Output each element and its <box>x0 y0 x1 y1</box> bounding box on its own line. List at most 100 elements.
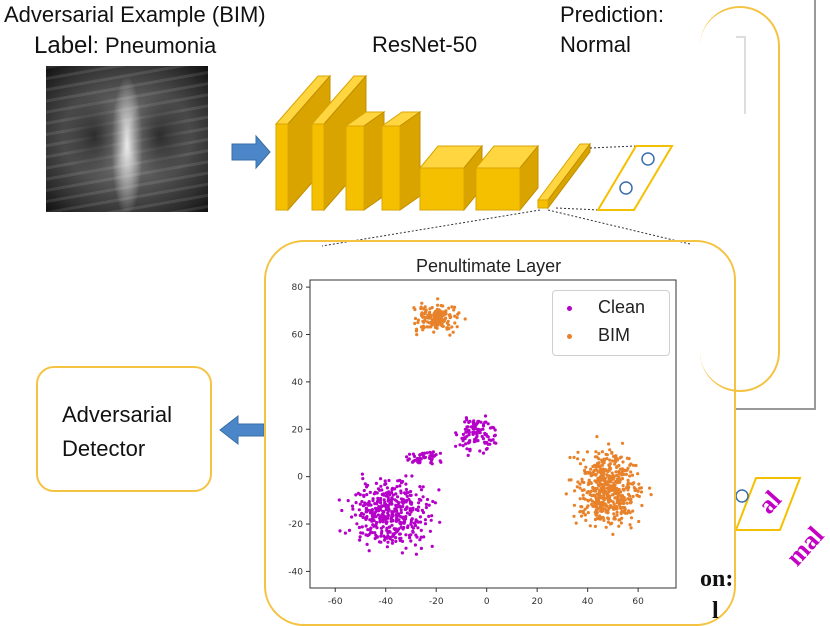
point-bim <box>422 307 426 311</box>
point-clean <box>425 451 429 455</box>
point-bim <box>629 470 633 474</box>
point-clean <box>391 510 395 514</box>
point-bim <box>463 317 467 321</box>
point-bim <box>597 517 601 521</box>
chart-legend: Clean BIM <box>552 290 670 356</box>
point-clean <box>439 460 443 464</box>
point-clean <box>380 512 384 517</box>
point-clean <box>481 451 486 455</box>
point-bim <box>595 435 599 439</box>
point-clean <box>404 487 408 492</box>
point-bim <box>631 494 635 499</box>
point-bim <box>637 482 641 486</box>
point-clean <box>423 518 427 522</box>
point-clean <box>395 499 399 503</box>
point-bim <box>610 521 614 525</box>
point-bim <box>605 492 609 496</box>
arrow-right-icon <box>231 134 271 170</box>
point-clean <box>469 425 473 429</box>
point-bim <box>600 463 605 467</box>
point-bim <box>620 495 624 499</box>
point-bim <box>619 521 624 525</box>
output-neuron-1 <box>641 152 655 166</box>
point-clean <box>370 512 375 516</box>
point-clean <box>371 497 375 501</box>
point-clean <box>388 535 392 539</box>
point-bim <box>593 501 597 505</box>
point-bim <box>576 457 580 461</box>
point-clean <box>396 479 400 483</box>
point-bim <box>605 457 609 461</box>
point-bim <box>580 477 584 481</box>
x-tick-label: -20 <box>429 597 444 607</box>
point-clean <box>410 517 414 521</box>
point-clean <box>404 515 408 519</box>
point-clean <box>369 526 373 530</box>
point-clean <box>428 450 432 454</box>
point-clean <box>361 512 366 516</box>
point-clean <box>405 505 409 509</box>
point-clean <box>361 477 365 481</box>
point-clean <box>358 493 362 497</box>
point-clean <box>390 541 395 545</box>
point-bim <box>595 455 599 459</box>
point-bim <box>596 499 600 503</box>
point-clean <box>402 517 406 521</box>
point-bim <box>619 506 623 511</box>
point-clean <box>383 479 387 483</box>
point-clean <box>379 477 383 481</box>
point-clean <box>478 431 482 435</box>
label-value: : Pneumonia <box>92 33 217 58</box>
background-fragment-2: l <box>712 598 719 624</box>
point-clean <box>410 474 414 478</box>
point-bim <box>579 505 583 509</box>
point-bim <box>623 511 628 515</box>
point-clean <box>419 546 423 551</box>
point-bim <box>592 489 596 493</box>
legend-label-bim: BIM <box>598 325 631 345</box>
point-clean <box>472 440 476 444</box>
point-clean <box>474 427 478 431</box>
point-bim <box>600 458 604 462</box>
point-clean <box>408 493 412 497</box>
point-clean <box>409 533 413 537</box>
point-bim <box>607 488 611 492</box>
point-bim <box>626 478 630 482</box>
point-bim <box>441 324 445 328</box>
point-clean <box>394 527 398 531</box>
point-clean <box>420 508 424 512</box>
point-clean <box>367 503 371 507</box>
point-clean <box>364 524 368 528</box>
point-clean <box>461 444 465 448</box>
point-clean <box>379 501 383 505</box>
resnet-block-2 <box>310 74 368 212</box>
point-clean <box>461 439 465 443</box>
point-bim <box>587 481 591 485</box>
point-bim <box>586 510 590 515</box>
point-bim <box>605 453 609 457</box>
point-clean <box>413 458 417 462</box>
point-bim <box>590 502 594 506</box>
point-bim <box>576 480 580 484</box>
point-bim <box>448 333 452 337</box>
point-clean <box>385 516 389 521</box>
point-bim <box>616 470 621 474</box>
point-clean <box>418 515 422 519</box>
point-clean <box>365 542 369 547</box>
point-bim <box>452 308 456 312</box>
point-clean <box>414 507 418 512</box>
point-bim <box>583 497 587 501</box>
point-bim <box>435 326 439 330</box>
point-bim <box>620 516 624 520</box>
point-bim <box>415 333 419 337</box>
point-clean <box>404 482 408 486</box>
point-bim <box>597 494 601 498</box>
point-clean <box>466 429 470 433</box>
point-clean <box>399 489 403 493</box>
point-bim <box>441 314 445 318</box>
point-bim <box>578 486 582 490</box>
point-bim <box>598 468 602 472</box>
point-clean <box>387 497 391 502</box>
